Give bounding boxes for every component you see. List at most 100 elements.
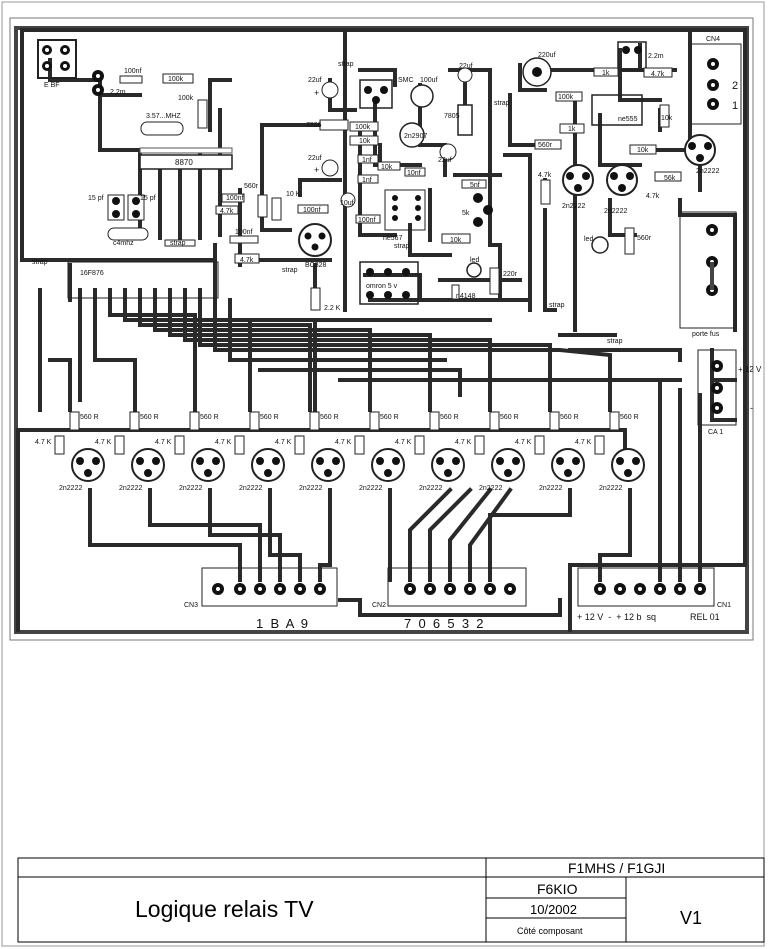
resistor-100k-d-label: 100k <box>558 94 574 101</box>
capacitor-220uf-label: 220uf <box>538 52 556 59</box>
resistor-560r-label: 560 R <box>440 414 459 421</box>
cn2-pin-labels: 7 0 6 5 3 2 <box>404 616 484 631</box>
driver-row: 560 R 4.7 K 2n2222 560 R 4.7 K 2n2222 560 R 4.7… <box>35 411 645 492</box>
capacitor-22uf-b: 22uf + <box>308 155 339 177</box>
ic-8870-label: 8870 <box>175 158 193 167</box>
led-b: led <box>584 236 609 254</box>
strap-a-label: strap <box>170 240 186 247</box>
resistor-10k-c: 10k <box>377 161 401 171</box>
transistor-2n2222-label: 2n2222 <box>299 485 322 492</box>
resistor-10k-a: 10 K <box>271 191 301 221</box>
resistor-100k-c-label: 100k <box>355 124 371 131</box>
resistor-4.7k <box>414 435 425 455</box>
resistor-560r <box>369 411 380 431</box>
inductor-2.2m-a: 2.2m <box>92 70 126 96</box>
capacitor-10nf: 10nf <box>404 167 426 177</box>
resistor-100k-b: 100k <box>178 95 208 129</box>
transistor-pad <box>392 457 400 465</box>
resistor-4.7k <box>54 435 65 455</box>
resistor-560r-label: 560 R <box>380 414 399 421</box>
resistor-220r-label: 220r <box>503 271 518 278</box>
capacitor-1nf-a: 1nf <box>357 154 379 164</box>
capacitor-5nf: 5nf <box>461 179 487 189</box>
capacitor-10uf: 10uf <box>340 192 356 208</box>
plus12v-label: + 12 V <box>738 365 762 374</box>
transistor-pad <box>272 457 280 465</box>
resistor-4.7k-label: 4.7 K <box>455 439 472 446</box>
resistor-4.7k-b-label: 4.7k <box>240 257 254 264</box>
strap-g-label: strap <box>549 302 565 309</box>
transistor-2n2222-label: 2n2222 <box>239 485 262 492</box>
resistor-4.7k-label: 4.7 K <box>515 439 532 446</box>
resistor-4.7k-label: 4.7 K <box>275 439 292 446</box>
crystal-4mhz-label: c4mhz <box>113 240 134 247</box>
relay-omron-label: omron 5 v <box>366 283 398 290</box>
resistor-100k-a-label: 100k <box>168 76 184 83</box>
ic-16f876: 16F876 <box>67 261 219 299</box>
transistor-pad <box>436 457 444 465</box>
ic-ne555: ne555 <box>591 94 643 126</box>
transistor-pad <box>84 469 92 477</box>
transistor-2n2222-label: 2n2222 <box>539 485 562 492</box>
resistor-560r <box>489 411 500 431</box>
strap-f-label: strap <box>394 243 410 250</box>
ic-ne555-label: ne555 <box>618 116 638 123</box>
capacitor-15pf-b: 15 pf <box>127 194 156 221</box>
resistor-4.7k <box>114 435 125 455</box>
regulator-7805-label: 7805 <box>444 113 460 120</box>
transistor-pad <box>76 457 84 465</box>
transistor-pad <box>144 469 152 477</box>
resistor-4.7k <box>474 435 485 455</box>
cn2-connector: CN2 7 0 6 5 3 2 <box>372 567 527 631</box>
capacitor-15pf-a: 15 pf <box>88 194 125 221</box>
transistor-pad <box>444 469 452 477</box>
transistor-2n2222-a-label: 2n2222 <box>562 203 585 210</box>
resistor-560r <box>429 411 440 431</box>
capacitor-100uf-a-label: 100uf <box>420 77 438 84</box>
resistor-10k-a-label: 10 K <box>286 191 301 198</box>
svg-text:+: + <box>314 165 319 175</box>
resistor-1k-a: 1k <box>593 67 619 77</box>
inductor-2.2m-b-label: 2.2m <box>648 53 664 60</box>
potentiometer-5k-label: 5k <box>462 210 470 217</box>
capacitor-22uf-d-label: 22uf <box>438 157 452 164</box>
transistor-2n2907: 2n2907 <box>399 122 427 148</box>
smc-coil-label: SMC <box>398 77 414 84</box>
transistor-bc328-label: BC328 <box>305 262 327 269</box>
resistor-4.7k-e-label: 4.7k <box>646 193 660 200</box>
ic-8870: 8870 <box>139 147 233 170</box>
title-block-date: 10/2002 <box>530 902 577 917</box>
diode-n4148: n4148 <box>451 284 476 300</box>
resistor-560r-label: 560 R <box>140 414 159 421</box>
capacitor-1nf-b: 1nf <box>357 174 379 184</box>
resistor-560r <box>129 411 140 431</box>
resistor-560r-label: 560 R <box>620 414 639 421</box>
capacitor-100nf-d: 100nf <box>229 229 259 244</box>
cn4-pin2-label: 2 <box>732 80 738 92</box>
driver-stage: 560 R 4.7 K 2n2222 <box>515 411 585 492</box>
strap-e-label: strap <box>494 100 510 107</box>
resistor-4.7k-label: 4.7 K <box>155 439 172 446</box>
capacitor-22uf-b-label: 22uf <box>308 155 322 162</box>
cn1-label: CN1 <box>717 602 731 609</box>
transistor-2n2222-label: 2n2222 <box>599 485 622 492</box>
transistor-2n2222-b-label: 2n2222 <box>604 208 627 215</box>
resistor-560r <box>189 411 200 431</box>
resistor-560r-c-label: 560r <box>538 142 553 149</box>
transistor-pad <box>264 469 272 477</box>
transistor-pad <box>152 457 160 465</box>
resistor-560r-label: 560 R <box>200 414 219 421</box>
transistor-pad <box>452 457 460 465</box>
resistor-560r-b-label: 560r <box>637 235 652 242</box>
title-block-code: F6KIO <box>537 881 578 897</box>
resistor-4.7k-a-label: 4.7k <box>220 208 234 215</box>
capacitor-100nf-b: 100nf <box>221 193 245 203</box>
resistor-4.7k-d: 4.7k <box>538 172 552 205</box>
resistor-560r-label: 560 R <box>560 414 579 421</box>
transistor-2n2907-label: 2n2907 <box>404 133 427 140</box>
resistor-100k-a: 100k <box>162 73 194 84</box>
resistor-1k-b: 1k <box>559 123 585 134</box>
resistor-4.7k <box>534 435 545 455</box>
crystal-4mhz: c4mhz <box>107 227 149 247</box>
